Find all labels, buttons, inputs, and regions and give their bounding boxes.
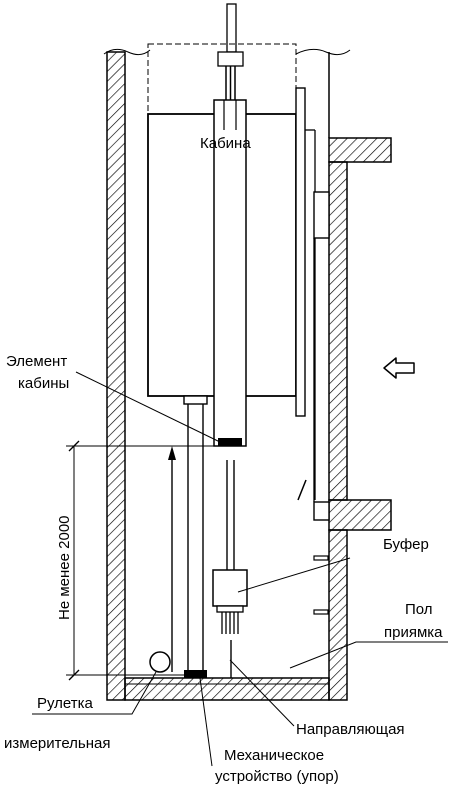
right-shaft-wall xyxy=(328,52,348,701)
pit-floor-label-line1: Пол xyxy=(405,601,433,618)
tape-label-line2: измерительная xyxy=(4,735,111,752)
landing-door xyxy=(297,191,330,502)
pit-floor-label-line2: приямка xyxy=(384,624,443,641)
pit-ladder-steps xyxy=(313,501,330,615)
cabin-rope xyxy=(217,3,244,100)
left-shaft-wall xyxy=(106,51,126,701)
cabin-element-label-line1: Элемент xyxy=(6,353,67,370)
mech-device-label-line2: устройство (упор) xyxy=(215,768,339,785)
cabin-guide-column xyxy=(213,99,247,447)
break-line-top xyxy=(103,48,351,56)
cabin-door xyxy=(295,87,316,500)
pit-floor-slab xyxy=(124,677,330,701)
cabin-element xyxy=(183,395,208,678)
mech-device-label-line1: Механическое xyxy=(224,747,324,764)
upper-floor-slab xyxy=(328,137,392,163)
tape-label-line1: Рулетка xyxy=(37,695,94,712)
guide-rail-label: Направляющая xyxy=(296,721,405,738)
lower-floor-slab xyxy=(328,499,392,531)
cabin-element-label-line2: кабины xyxy=(18,375,69,392)
min-distance-label: Не менее 2000 xyxy=(56,515,73,620)
dimension-line xyxy=(66,440,220,681)
tape-measure xyxy=(149,446,176,673)
buffer-label: Буфер xyxy=(383,536,429,553)
leader-lines xyxy=(32,371,448,767)
left-arrow-icon xyxy=(383,357,415,379)
buffer xyxy=(212,460,248,634)
cabin-label: Кабина xyxy=(200,135,251,152)
